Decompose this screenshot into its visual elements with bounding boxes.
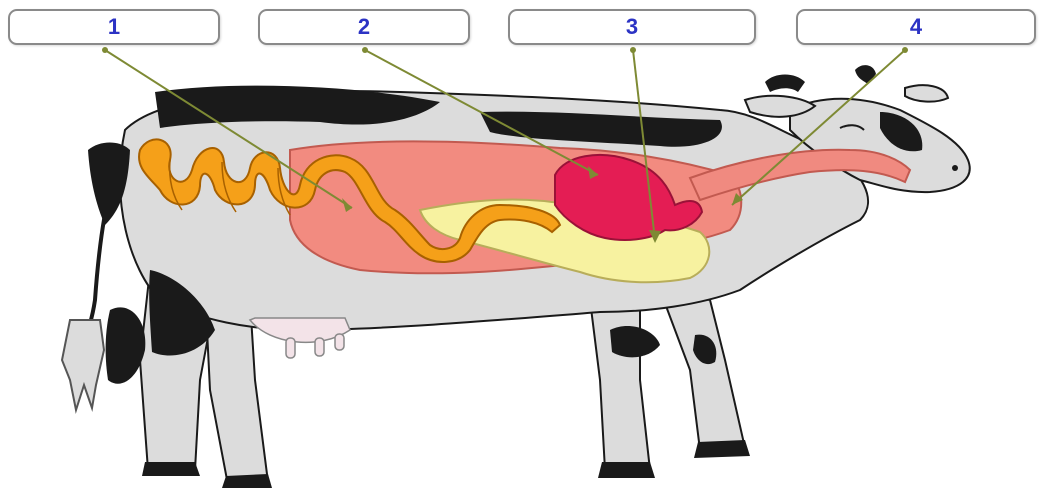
cow-tail-tuft: [62, 320, 104, 410]
cow-horn-right: [855, 65, 876, 84]
label-box-1[interactable]: 1: [8, 9, 220, 45]
pointer-dots: [102, 47, 908, 53]
label-number-2: 2: [358, 14, 370, 40]
cow-nostril: [952, 165, 958, 171]
label-box-3[interactable]: 3: [508, 9, 756, 45]
cow-ear-right: [905, 85, 948, 101]
label-number-1: 1: [108, 14, 120, 40]
label-number-3: 3: [626, 14, 638, 40]
label-number-4: 4: [910, 14, 922, 40]
label-box-2[interactable]: 2: [258, 9, 470, 45]
label-box-4[interactable]: 4: [796, 9, 1036, 45]
cow-horn-left: [765, 75, 805, 93]
